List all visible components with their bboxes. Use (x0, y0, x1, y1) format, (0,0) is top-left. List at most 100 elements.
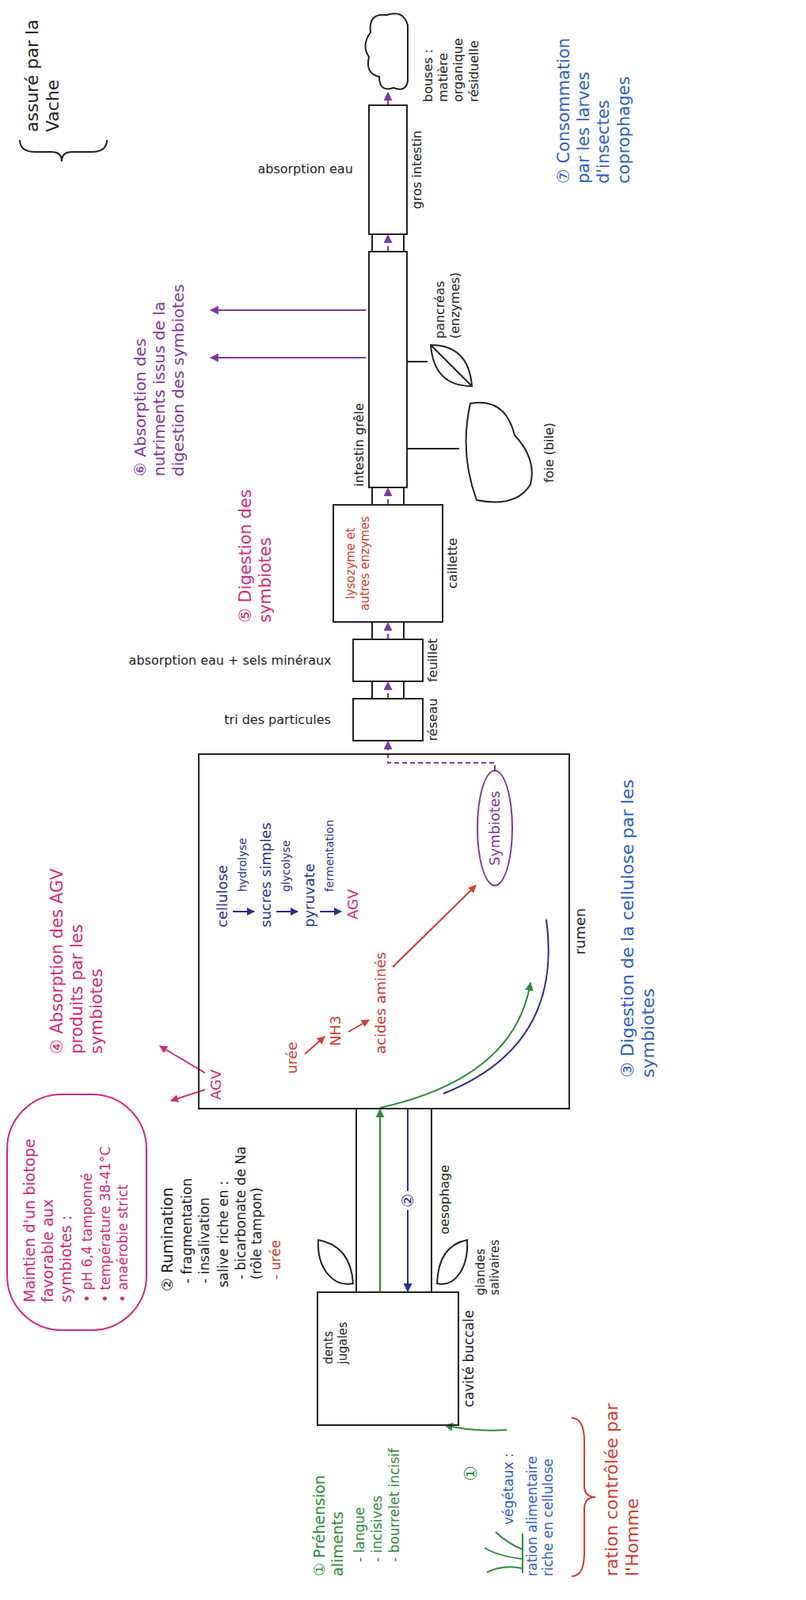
omasum-chamber: feuillet (352, 638, 424, 683)
list-item: - langue (351, 1432, 368, 1563)
metabolite: pyruvate (300, 809, 319, 928)
node-text: réseau (425, 698, 441, 742)
tube-wall (403, 488, 405, 505)
flow-connector (379, 1110, 381, 1293)
liver-organ-outline (459, 397, 539, 509)
pancreas-organ-outline (427, 342, 476, 390)
liver-organ-outline (466, 403, 533, 503)
flow-connector (387, 235, 389, 251)
step-note: ④ Absorption des AGV produits par les sy… (47, 864, 108, 1055)
node-text: feuillet (425, 638, 441, 683)
absorption-arrow (210, 357, 366, 359)
dung-cloud: bouses : matière organique résiduelle (360, 9, 416, 93)
metabolite: NH3 (326, 999, 345, 1047)
callout-number: ① (460, 1458, 482, 1483)
tube-wall (403, 235, 405, 251)
callout-number: ② (398, 1191, 418, 1211)
part-name: dents jugales (321, 1293, 350, 1365)
tube-wall (403, 623, 405, 639)
oesophagus-wall (430, 1110, 433, 1293)
grass-icon (484, 1548, 523, 1560)
pancreas-organ: pancréas (enzymes) (427, 231, 476, 390)
dung-cloud-outline (360, 9, 416, 93)
reaction-arrow (276, 911, 298, 913)
flow-connector (387, 623, 389, 639)
list-item: - bicarbonate de Na (rôle tampon) (232, 1113, 266, 1281)
tube-wall (371, 682, 373, 699)
brace (571, 1418, 596, 1578)
grass-icon (495, 1532, 523, 1551)
function-note: absorption eau (257, 161, 353, 177)
step-note: ⑤ Digestion des symbiotes (235, 488, 276, 624)
note-text: assuré par la Vache (22, 13, 65, 133)
food-arrow (444, 1425, 507, 1432)
node-text: caillette (444, 538, 461, 590)
condition-bubble: Maintien d'un biotope favorable aux symb… (6, 1094, 148, 1332)
pancreas-organ-outline (430, 345, 472, 387)
process-name: fermentation (323, 789, 337, 893)
abomasum-chamber: caillettelysozyme et autres enzymes (332, 504, 444, 624)
food-label: ration alimentaire riche en cellulose (524, 1422, 557, 1578)
flow-connector (387, 741, 495, 771)
oesophagus-wall (355, 1110, 358, 1293)
note-text: ration contrôlée par l'Homme (601, 1399, 644, 1578)
node-text: • pH 6,4 tamponné (79, 1122, 96, 1304)
large-intestine: gros intestin (368, 104, 408, 236)
node-text: • température 38-41°C (97, 1122, 114, 1304)
metabolite: urée (283, 1018, 301, 1075)
reaction-arrow (319, 911, 342, 913)
salivary-gland (318, 1240, 354, 1286)
node-text: Symbiotes (486, 790, 504, 867)
node-text: foie (bile) (541, 397, 557, 509)
tube-wall (371, 235, 373, 251)
reaction-arrow (392, 885, 476, 968)
rumination-loop (443, 920, 549, 1095)
flow-connector (387, 682, 389, 699)
dung-cloud-outline (364, 13, 408, 90)
tube-wall (371, 488, 373, 505)
flow-connector (407, 361, 428, 363)
list-item: - insalivation (196, 1110, 213, 1285)
note-text: salive riche en : (215, 1110, 232, 1289)
node-text: cavité buccale (460, 1311, 477, 1409)
tube-wall (371, 623, 373, 639)
grass-icon (486, 1567, 523, 1574)
list-item: - fragmentation (178, 1110, 195, 1285)
absorption-arrow (171, 1090, 206, 1102)
small-intestine: intestin grêle (368, 250, 408, 489)
function-note: absorption eau + sels minéraux (128, 653, 331, 669)
list-item: - urée (267, 1113, 284, 1281)
flow-connector (407, 448, 460, 450)
part-name: oesophage (437, 1140, 453, 1236)
reaction-arrow (348, 1020, 369, 1033)
list-item: - incisives (368, 1432, 385, 1563)
metabolite: sucres simples (257, 801, 275, 928)
salivary-gland (437, 1240, 468, 1286)
metabolite: cellulose (213, 809, 232, 928)
reaction-arrow (304, 1037, 325, 1055)
node-text: pancréas (enzymes) (432, 231, 463, 339)
brace (19, 140, 107, 162)
rumen-chamber: rumenSymbiotes (197, 753, 571, 1111)
node-text: • anaérobie strict (114, 1122, 131, 1304)
node-text: intestin grêle (351, 403, 367, 488)
symbiote-ellipse: Symbiotes (476, 770, 514, 887)
food-label: végétaux : (500, 1426, 517, 1526)
list-item: - bourrelet incisif (386, 1432, 403, 1563)
reticulum-chamber: réseau (352, 698, 424, 742)
node-text: bouses : matière organique résiduelle (420, 8, 482, 103)
process-name: hydrolyse (235, 805, 250, 893)
node-text: rumen (571, 908, 590, 956)
liver-organ: foie (bile) (459, 397, 578, 509)
function-note: tri des particules (224, 713, 331, 729)
node-text: lysozyme et autres enzymes (343, 510, 373, 617)
absorption-arrow (210, 309, 366, 312)
step-note: ⑥ Absorption des nutriments issus de la … (130, 247, 188, 477)
process-name: glycolyse (279, 805, 293, 893)
metabolite: AGV (344, 856, 362, 921)
metabolite: AGV (207, 1053, 225, 1101)
metabolite: acides aminés (372, 920, 390, 1055)
